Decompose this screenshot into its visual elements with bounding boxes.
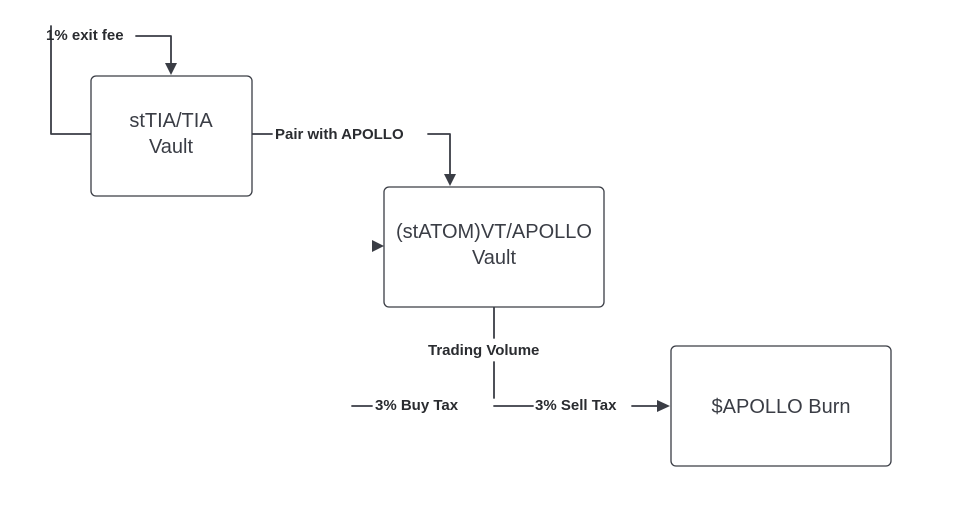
node-label-line2: Vault [472, 247, 517, 269]
edge-label-trading-volume: Trading Volume [428, 342, 539, 359]
node-sttia-vault: stTIA/TIA Vault [90, 75, 253, 197]
edge-label-buy-tax: 3% Buy Tax [375, 397, 459, 414]
edge-buy-tax: 3% Buy Tax [351, 240, 459, 414]
edge-pair-with-apollo: Pair with APOLLO [251, 126, 456, 186]
node-label-line1: stTIA/TIA [129, 110, 213, 132]
edge-label-pair-with-apollo: Pair with APOLLO [275, 126, 404, 143]
edge-label-exit-fee: 1% exit fee [46, 27, 124, 44]
arrowhead-icon [372, 240, 384, 252]
edge-sell-tax: 3% Sell Tax [493, 397, 670, 414]
node-label-line1: (stATOM)VT/APOLLO [396, 221, 592, 243]
node-label-line1: $APOLLO Burn [712, 396, 851, 418]
edge-label-sell-tax: 3% Sell Tax [535, 397, 617, 414]
node-statom-vault: (stATOM)VT/APOLLO Vault [383, 186, 605, 308]
arrowhead-icon [444, 174, 456, 186]
arrowhead-icon [165, 63, 177, 75]
node-apollo-burn: $APOLLO Burn [670, 345, 892, 467]
edge-trading-volume: Trading Volume [428, 306, 539, 399]
node-label-line2: Vault [149, 136, 194, 158]
arrowhead-icon [657, 400, 670, 412]
edge-exit-fee: 1% exit fee [46, 25, 177, 135]
